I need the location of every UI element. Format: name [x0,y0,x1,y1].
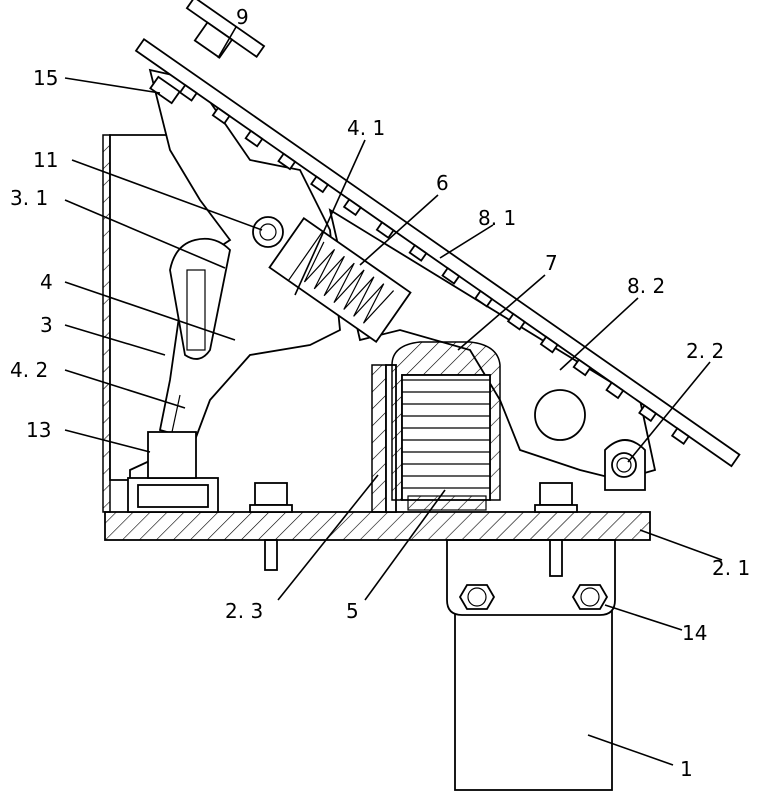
label-5: 5 [346,599,359,623]
slot-3-1 [169,237,231,360]
bolt-shank [549,539,563,577]
label-9: 9 [236,5,249,29]
hex-bolt-14 [458,584,609,610]
label-4-2: 4. 2 [10,358,48,382]
label-3-1: 3. 1 [10,186,48,210]
guide-wall-2-3 [371,364,387,513]
label-3: 3 [40,313,53,337]
label-2-3: 2. 3 [225,599,263,623]
spring-6 [303,241,395,324]
label-2-2: 2. 2 [686,339,724,363]
side-wall [102,134,111,513]
label-15: 15 [33,66,58,90]
label-4-1: 4. 1 [347,116,385,140]
label-8-2: 8. 2 [627,274,665,298]
part-15 [149,75,181,105]
spring-5 [401,374,491,511]
spring-holder-4-1 [268,216,412,344]
label-13: 13 [26,418,51,442]
switch-13 [127,394,219,513]
label-8-1: 8. 1 [478,206,516,230]
bolt-shank [264,539,278,571]
label-7: 7 [545,251,558,275]
base-plate-2-1 [104,511,651,541]
label-11: 11 [33,148,58,172]
label-6: 6 [436,171,449,195]
label-1: 1 [680,757,693,781]
pin-11 [252,216,284,248]
label-4: 4 [40,270,53,294]
part-9 [185,0,266,59]
label-14: 14 [682,621,707,645]
bolt-head [249,482,578,513]
hole [534,389,586,441]
slot-inner [186,269,206,351]
leader-lines [64,26,723,766]
pedal-plate-8-1 [134,38,741,468]
label-2-1: 2. 1 [712,556,750,580]
